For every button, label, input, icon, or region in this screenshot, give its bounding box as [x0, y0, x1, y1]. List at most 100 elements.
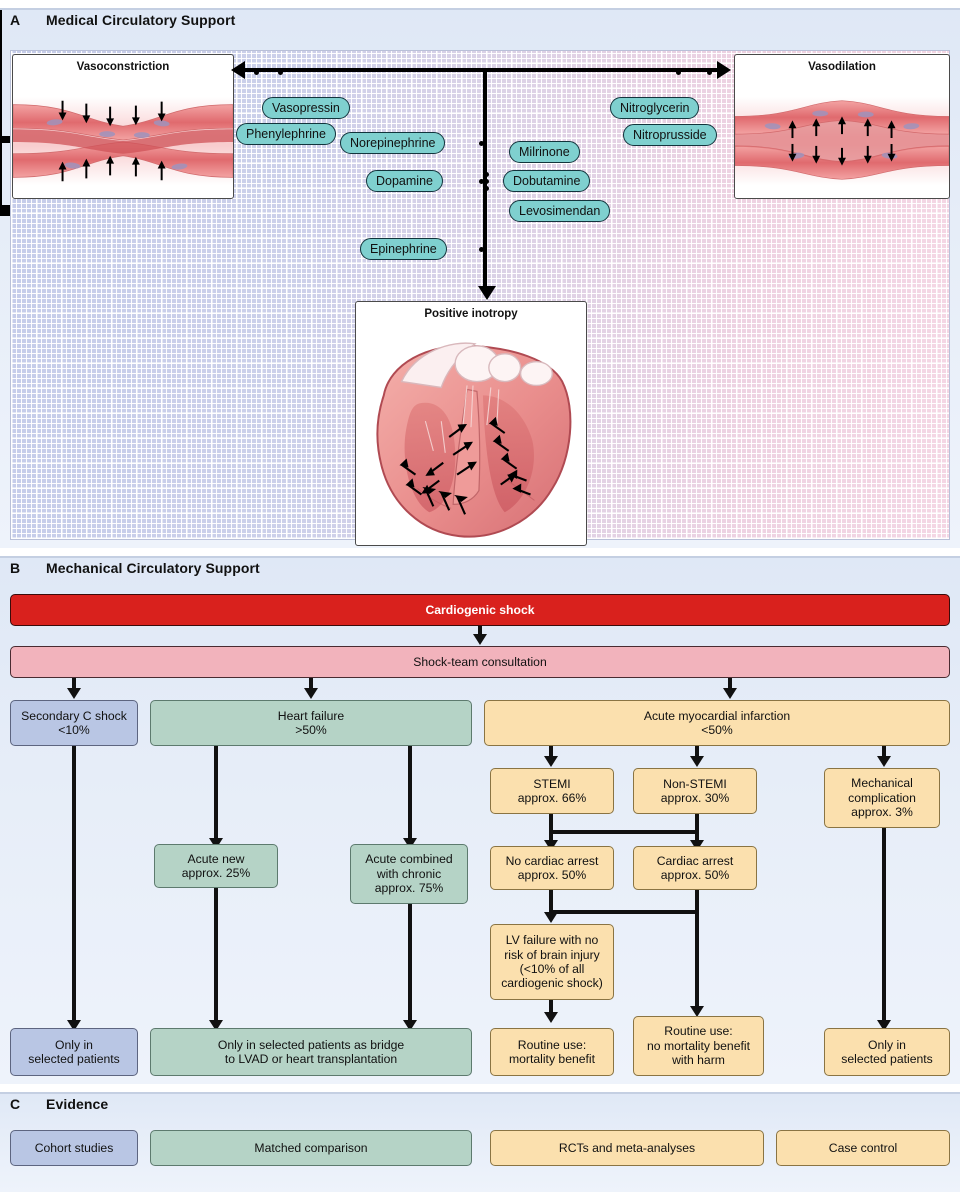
milrinone-link — [0, 211, 10, 214]
drug-pill-epinephrine[interactable]: Epinephrine — [360, 238, 447, 260]
box-cardiac-arrest[interactable]: Cardiac arrest approx. 50% — [633, 846, 757, 890]
positive-inotropy-title: Positive inotropy — [424, 308, 518, 320]
drug-pill-dobutamine[interactable]: Dobutamine — [503, 170, 591, 192]
epinephrine-dot — [479, 247, 484, 252]
vasopressin-dot — [278, 70, 283, 75]
box-secondary-c-shock[interactable]: Secondary C shock <10% — [10, 700, 138, 746]
box-acute-myocardial-infarction[interactable]: Acute myocardial infarction <50% — [484, 700, 950, 746]
arrowhead-mech — [877, 756, 891, 767]
arrowhead-secondary-c-shock — [67, 688, 81, 699]
connector-acute-new-to-outcome — [214, 888, 218, 1024]
panel-c-letter: C — [10, 1096, 21, 1112]
panel-b-title: Mechanical Circulatory Support — [46, 560, 260, 576]
phenylephrine-dot — [254, 70, 259, 75]
main-horizontal-connector — [243, 68, 721, 72]
connector-to-ami — [728, 678, 732, 690]
connector-bracket-to-arrest — [695, 830, 699, 842]
drug-pill-norepinephrine[interactable]: Norepinephrine — [340, 132, 446, 154]
connector-root-to-consult — [478, 626, 482, 636]
arrowhead-ami — [723, 688, 737, 699]
evidence-rcts-meta-analyses[interactable]: RCTs and meta-analyses — [490, 1130, 764, 1166]
connector-no-arrest-down — [549, 890, 553, 914]
arrow-to-vasodilation — [717, 61, 731, 79]
panel-b-letter: B — [10, 560, 21, 576]
box-lv-failure[interactable]: LV failure with no risk of brain injury … — [490, 924, 614, 1000]
connector-mech-to-outcome — [882, 828, 886, 1024]
dopamine-dot — [479, 179, 484, 184]
box-outcome-heart-failure[interactable]: Only in selected patients as bridge to L… — [150, 1028, 472, 1076]
drug-pill-levosimendan[interactable]: Levosimendan — [509, 200, 611, 222]
levosimendan-dot — [484, 186, 489, 191]
connector-to-secondary-c-shock — [72, 678, 76, 690]
connector-stemi-nstemi-bracket — [549, 830, 699, 834]
arrowhead-lv-outcome — [544, 1012, 558, 1023]
arrowhead-acute-chronic-outcome — [403, 1020, 417, 1031]
nitroprusside-dot — [707, 70, 712, 75]
connector-to-heart-failure — [309, 678, 313, 690]
arrowhead-nstemi — [690, 756, 704, 767]
connector-stemi-down — [549, 814, 553, 832]
evidence-matched-comparison[interactable]: Matched comparison — [150, 1130, 472, 1166]
box-acute-combined-chronic[interactable]: Acute combined with chronic approx. 75% — [350, 844, 468, 904]
norepinephrine-dot — [479, 141, 484, 146]
arrowhead-mech-outcome — [877, 1020, 891, 1031]
drug-pill-vasopressin[interactable]: Vasopressin — [262, 97, 350, 119]
connector-arrest-to-outcome — [695, 890, 699, 1010]
box-heart-failure[interactable]: Heart failure >50% — [150, 700, 472, 746]
positive-inotropy-illustration: Positive inotropy — [355, 301, 587, 546]
levosimendan-stub — [0, 208, 13, 212]
arrowhead-arrest-outcome — [690, 1006, 704, 1017]
box-acute-new[interactable]: Acute new approx. 25% — [154, 844, 278, 888]
vasopressin-stem — [0, 40, 3, 62]
drug-pill-nitroglycerin[interactable]: Nitroglycerin — [610, 97, 700, 119]
connector-nstemi-down — [695, 814, 699, 832]
box-mechanical-complication[interactable]: Mechanical complication approx. 3% — [824, 768, 940, 828]
phenylephrine-stem — [0, 8, 3, 40]
heart-cross-section-icon — [376, 342, 572, 538]
nitroglycerin-stem — [0, 62, 3, 84]
connector-hf-to-acute-chronic — [408, 746, 412, 842]
evidence-cohort-studies[interactable]: Cohort studies — [10, 1130, 138, 1166]
box-stemi[interactable]: STEMI approx. 66% — [490, 768, 614, 814]
arrow-to-vasoconstriction — [231, 61, 245, 79]
box-shock-team-consultation[interactable]: Shock-team consultation — [10, 646, 950, 678]
box-cardiogenic-shock[interactable]: Cardiogenic shock — [10, 594, 950, 626]
box-non-stemi[interactable]: Non-STEMI approx. 30% — [633, 768, 757, 814]
vasoconstriction-vessel-icon — [13, 96, 233, 186]
connector-secondary-to-outcome — [72, 746, 76, 1024]
arrow-to-inotropy — [478, 286, 496, 300]
box-outcome-mechanical[interactable]: Only in selected patients — [824, 1028, 950, 1076]
milrinone-dot — [484, 172, 489, 177]
arrowhead-lv-failure — [544, 912, 558, 923]
nitroprusside-stem — [0, 84, 3, 136]
panel-b-header: B Mechanical Circulatory Support — [0, 556, 960, 584]
arrowhead-stemi — [544, 756, 558, 767]
drug-pill-milrinone[interactable]: Milrinone — [509, 141, 580, 163]
panel-c-title: Evidence — [46, 1096, 109, 1112]
box-outcome-secondary[interactable]: Only in selected patients — [10, 1028, 138, 1076]
drug-pill-phenylephrine[interactable]: Phenylephrine — [236, 123, 336, 145]
vasoconstriction-title: Vasoconstriction — [76, 61, 170, 73]
connector-tier3-bracket — [549, 910, 699, 914]
panel-c-header: C Evidence — [0, 1092, 960, 1120]
dobutamine-dot — [484, 179, 489, 184]
arrowhead-no-cardiac-arrest — [544, 840, 558, 851]
evidence-case-control[interactable]: Case control — [776, 1130, 950, 1166]
connector-acute-chronic-to-outcome — [408, 904, 412, 1024]
arrowhead-root-to-consult — [473, 634, 487, 645]
inotrope-bracket-vertical — [0, 142, 3, 205]
drug-pill-dopamine[interactable]: Dopamine — [366, 170, 443, 192]
box-outcome-routine-no-benefit[interactable]: Routine use: no mortality benefit with h… — [633, 1016, 764, 1076]
box-no-cardiac-arrest[interactable]: No cardiac arrest approx. 50% — [490, 846, 614, 890]
panel-c-evidence: C Evidence Cohort studies Matched compar… — [0, 1092, 960, 1192]
connector-lv-to-outcome — [549, 1000, 553, 1014]
connector-bracket-to-no-arrest — [549, 830, 553, 842]
arrowhead-acute-new-outcome — [209, 1020, 223, 1031]
drug-pill-nitroprusside[interactable]: Nitroprusside — [623, 124, 717, 146]
milrinone-stub — [0, 204, 13, 207]
connector-ami-to-nstemi — [695, 746, 699, 758]
nitroglycerin-dot — [676, 70, 681, 75]
vasodilation-vessel-icon — [735, 96, 949, 186]
box-outcome-routine-benefit[interactable]: Routine use: mortality benefit — [490, 1028, 614, 1076]
